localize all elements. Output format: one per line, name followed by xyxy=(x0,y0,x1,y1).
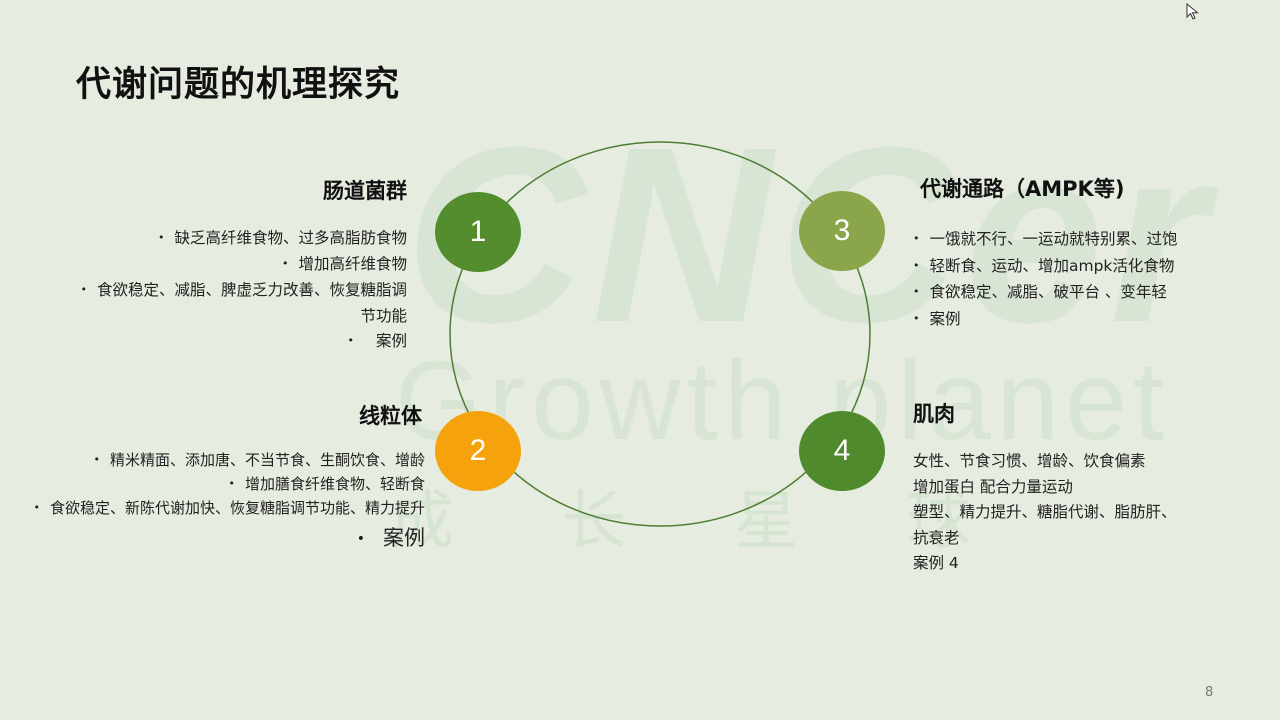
heading-mitochondria: 线粒体 xyxy=(359,404,422,428)
node-1-number: 1 xyxy=(469,215,487,248)
list-item: 食欲稳定、减脂、脾虚乏力改善、恢复糖脂调节功能 xyxy=(67,278,407,329)
list-metabolic-pathway: 一饿就不行、一运动就特别累、过饱 轻断食、运动、增加ampk活化食物 食欲稳定、… xyxy=(913,227,1178,333)
list-item: 增加高纤维食物 xyxy=(67,252,407,278)
heading-muscle: 肌肉 xyxy=(913,402,955,426)
text-muscle: 女性、节食习惯、增龄、饮食偏素 增加蛋白 配合力量运动 塑型、精力提升、糖脂代谢… xyxy=(913,449,1177,577)
text-line: 女性、节食习惯、增龄、饮食偏素 xyxy=(913,452,1146,470)
heading-gut-microbiota: 肠道菌群 xyxy=(323,179,407,203)
list-item: 案例 xyxy=(0,521,425,558)
list-gut-microbiota: 缺乏高纤维食物、过多高脂肪食物 增加高纤维食物 食欲稳定、减脂、脾虚乏力改善、恢… xyxy=(67,226,407,355)
node-1-circle: 1 xyxy=(435,192,521,272)
list-item: 精米精面、添加唐、不当节食、生酮饮食、增龄 xyxy=(0,449,425,473)
node-4-circle: 4 xyxy=(799,411,885,491)
node-4-number: 4 xyxy=(833,434,851,467)
text-line: 抗衰老 xyxy=(913,528,960,547)
page-number: 8 xyxy=(1205,685,1214,700)
list-item: 轻断食、运动、增加ampk活化食物 xyxy=(913,254,1178,281)
node-2-number: 2 xyxy=(469,434,487,467)
list-item: 案例 xyxy=(67,329,407,355)
list-item: 食欲稳定、新陈代谢加快、恢复糖脂调节功能、精力提升 xyxy=(0,497,425,521)
node-3-number: 3 xyxy=(833,214,851,247)
node-3-circle: 3 xyxy=(799,191,885,271)
list-item: 案例 xyxy=(913,307,1178,334)
node-2-circle: 2 xyxy=(435,411,521,491)
slide-title: 代谢问题的机理探究 xyxy=(76,65,401,105)
heading-metabolic-pathway: 代谢通路（AMPK等) xyxy=(920,177,1125,201)
list-item: 一饿就不行、一运动就特别累、过饱 xyxy=(913,227,1178,254)
text-line: 案例 4 xyxy=(913,554,959,572)
text-line: 增加蛋白 配合力量运动 xyxy=(913,477,1073,496)
list-item: 增加膳食纤维食物、轻断食 xyxy=(0,473,425,497)
list-mitochondria: 精米精面、添加唐、不当节食、生酮饮食、增龄 增加膳食纤维食物、轻断食 食欲稳定、… xyxy=(0,449,425,558)
list-item: 缺乏高纤维食物、过多高脂肪食物 xyxy=(67,226,407,252)
list-item: 食欲稳定、减脂、破平台 、变年轻 xyxy=(913,280,1178,307)
text-line: 塑型、精力提升、糖脂代谢、脂肪肝、 xyxy=(913,503,1177,521)
mouse-cursor-icon xyxy=(1186,3,1199,20)
